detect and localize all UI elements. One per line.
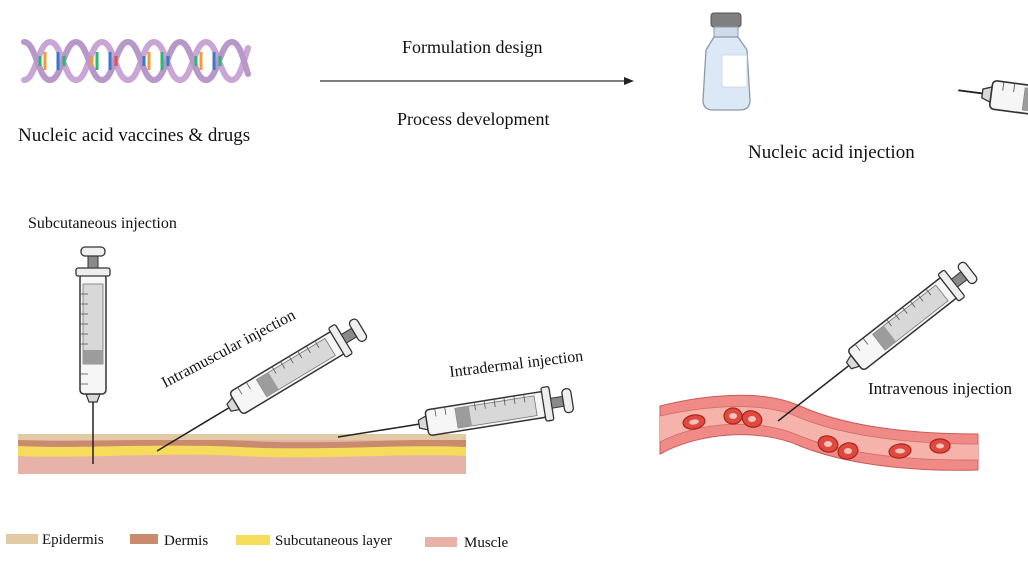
legend-item-subcutaneous-layer: Subcutaneous layer	[236, 533, 392, 549]
blood-vessel	[659, 394, 979, 471]
syringe-icon	[955, 70, 1028, 136]
legend-label: Muscle	[464, 535, 509, 551]
intradermal-syringe-icon	[337, 382, 576, 446]
legend: Epidermis Dermis Subcutaneous layer Musc…	[6, 532, 509, 551]
legend-item-epidermis: Epidermis	[6, 532, 104, 548]
intradermal-injection-label: Intradermal injection	[448, 348, 584, 381]
subcutaneous-injection-label: Subcutaneous injection	[28, 215, 177, 232]
formulation-design-label: Formulation design	[402, 37, 543, 57]
subcutaneous-syringe-icon	[75, 246, 111, 464]
legend-label: Dermis	[164, 533, 208, 549]
process-development-label: Process development	[397, 109, 549, 129]
intravenous-syringe-icon	[777, 256, 983, 422]
process-arrow	[320, 77, 634, 85]
legend-item-dermis: Dermis	[130, 533, 208, 549]
legend-label: Subcutaneous layer	[275, 533, 392, 549]
vial-icon	[702, 12, 751, 111]
skin-layers	[18, 434, 466, 474]
legend-label: Epidermis	[42, 532, 104, 548]
legend-item-muscle: Muscle	[425, 535, 509, 551]
intramuscular-syringe-icon	[156, 312, 372, 452]
intravenous-injection-label: Intravenous injection	[868, 379, 1012, 398]
nucleic-acid-injection-label: Nucleic acid injection	[748, 142, 915, 163]
dna-helix-icon	[21, 38, 251, 84]
nucleic-acid-vaccines-label: Nucleic acid vaccines & drugs	[18, 125, 250, 146]
